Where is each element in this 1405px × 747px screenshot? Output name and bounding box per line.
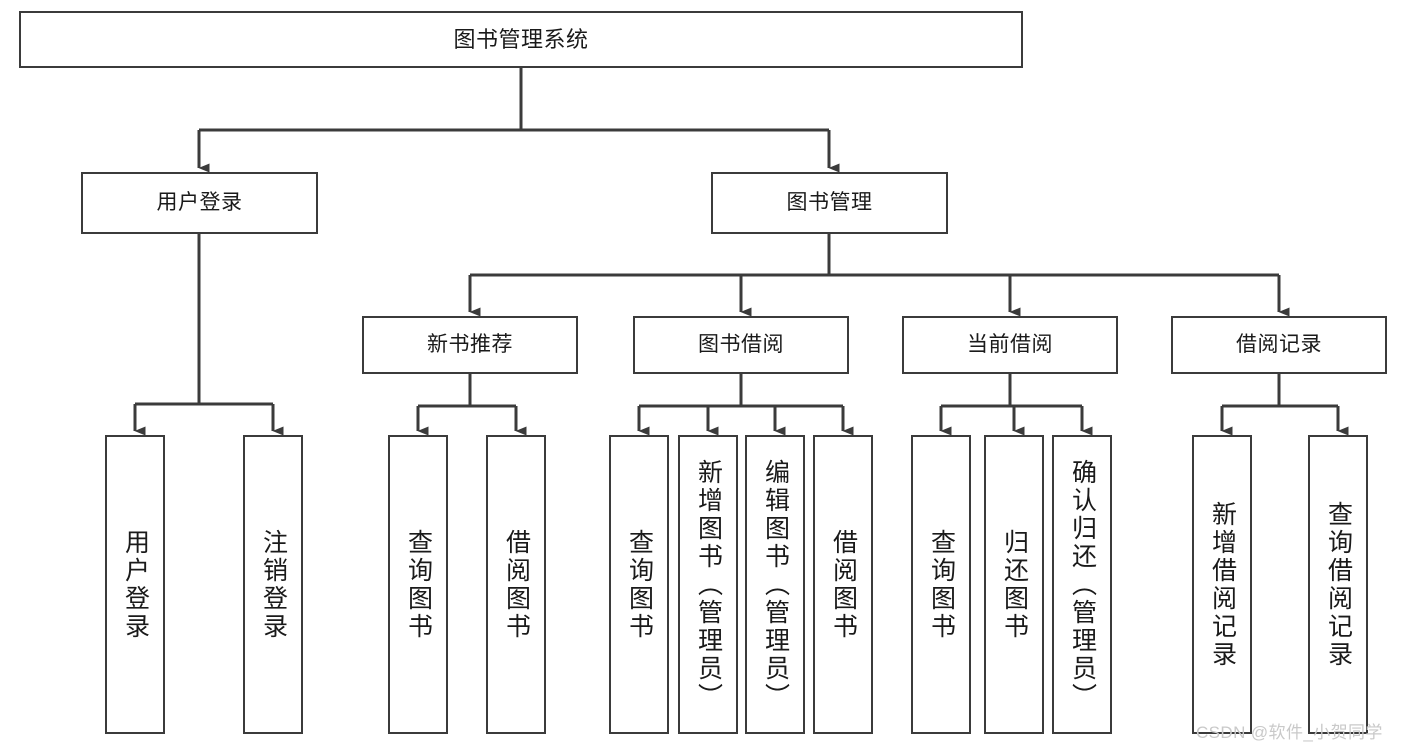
wire-group-user-login bbox=[133, 234, 284, 436]
node-book-borrow-label: 图书借阅 bbox=[698, 332, 784, 356]
wire-group-current-borrow bbox=[939, 374, 1093, 436]
node-leaf-return-book[interactable]: 归还图书 bbox=[984, 435, 1044, 734]
node-leaf-confirm-return-admin[interactable]: 确认归还（管理员） bbox=[1052, 435, 1112, 734]
node-leaf-query-book-1[interactable]: 查询图书 bbox=[388, 435, 448, 734]
node-leaf-add-book-admin[interactable]: 新增图书（管理员） bbox=[678, 435, 738, 734]
node-leaf-borrow-book-2[interactable]: 借阅图书 bbox=[813, 435, 873, 734]
node-new-book-recommend-label: 新书推荐 bbox=[427, 332, 513, 356]
node-leaf-borrow-book-1[interactable]: 借阅图书 bbox=[486, 435, 546, 734]
node-book-borrow[interactable]: 图书借阅 bbox=[633, 316, 849, 374]
wire-group-book-manage bbox=[468, 234, 1290, 317]
node-leaf-query-book-3-label: 查询图书 bbox=[927, 528, 956, 641]
node-leaf-query-book-1-label: 查询图书 bbox=[404, 528, 433, 641]
node-leaf-add-record-label: 新增借阅记录 bbox=[1208, 500, 1237, 669]
node-leaf-user-login-label: 用户登录 bbox=[121, 528, 150, 641]
wire-group-new-book-recommend bbox=[416, 374, 527, 436]
node-leaf-query-book-2[interactable]: 查询图书 bbox=[609, 435, 669, 734]
node-current-borrow-label: 当前借阅 bbox=[967, 332, 1053, 356]
wire-group-root bbox=[197, 68, 840, 173]
node-leaf-query-record[interactable]: 查询借阅记录 bbox=[1308, 435, 1368, 734]
node-user-login[interactable]: 用户登录 bbox=[81, 172, 318, 234]
node-leaf-query-book-2-label: 查询图书 bbox=[625, 528, 654, 641]
node-leaf-user-login[interactable]: 用户登录 bbox=[105, 435, 165, 734]
node-leaf-query-book-3[interactable]: 查询图书 bbox=[911, 435, 971, 734]
node-leaf-logout-label: 注销登录 bbox=[259, 528, 288, 641]
node-borrow-record-label: 借阅记录 bbox=[1236, 332, 1322, 356]
node-leaf-edit-book-admin[interactable]: 编辑图书（管理员） bbox=[745, 435, 805, 734]
node-new-book-recommend[interactable]: 新书推荐 bbox=[362, 316, 578, 374]
node-leaf-borrow-book-1-label: 借阅图书 bbox=[502, 528, 531, 641]
node-root-label: 图书管理系统 bbox=[453, 26, 589, 52]
node-leaf-borrow-book-2-label: 借阅图书 bbox=[829, 528, 858, 641]
node-leaf-query-record-label: 查询借阅记录 bbox=[1324, 500, 1353, 669]
wire-group-book-borrow bbox=[637, 374, 854, 436]
node-book-manage[interactable]: 图书管理 bbox=[711, 172, 948, 234]
node-root[interactable]: 图书管理系统 bbox=[19, 11, 1023, 68]
node-book-manage-label: 图书管理 bbox=[786, 190, 873, 214]
node-leaf-logout[interactable]: 注销登录 bbox=[243, 435, 303, 734]
node-leaf-edit-book-admin-label: 编辑图书（管理员） bbox=[761, 458, 790, 711]
node-borrow-record[interactable]: 借阅记录 bbox=[1171, 316, 1387, 374]
wire-group-borrow-record bbox=[1220, 374, 1349, 436]
csdn-watermark: CSDN @软件_小贺同学 bbox=[1196, 723, 1383, 742]
node-current-borrow[interactable]: 当前借阅 bbox=[902, 316, 1118, 374]
node-leaf-add-record[interactable]: 新增借阅记录 bbox=[1192, 435, 1252, 734]
node-leaf-return-book-label: 归还图书 bbox=[1000, 528, 1029, 641]
node-leaf-confirm-return-admin-label: 确认归还（管理员） bbox=[1068, 458, 1097, 711]
node-user-login-label: 用户登录 bbox=[156, 190, 243, 214]
node-leaf-add-book-admin-label: 新增图书（管理员） bbox=[694, 458, 723, 711]
